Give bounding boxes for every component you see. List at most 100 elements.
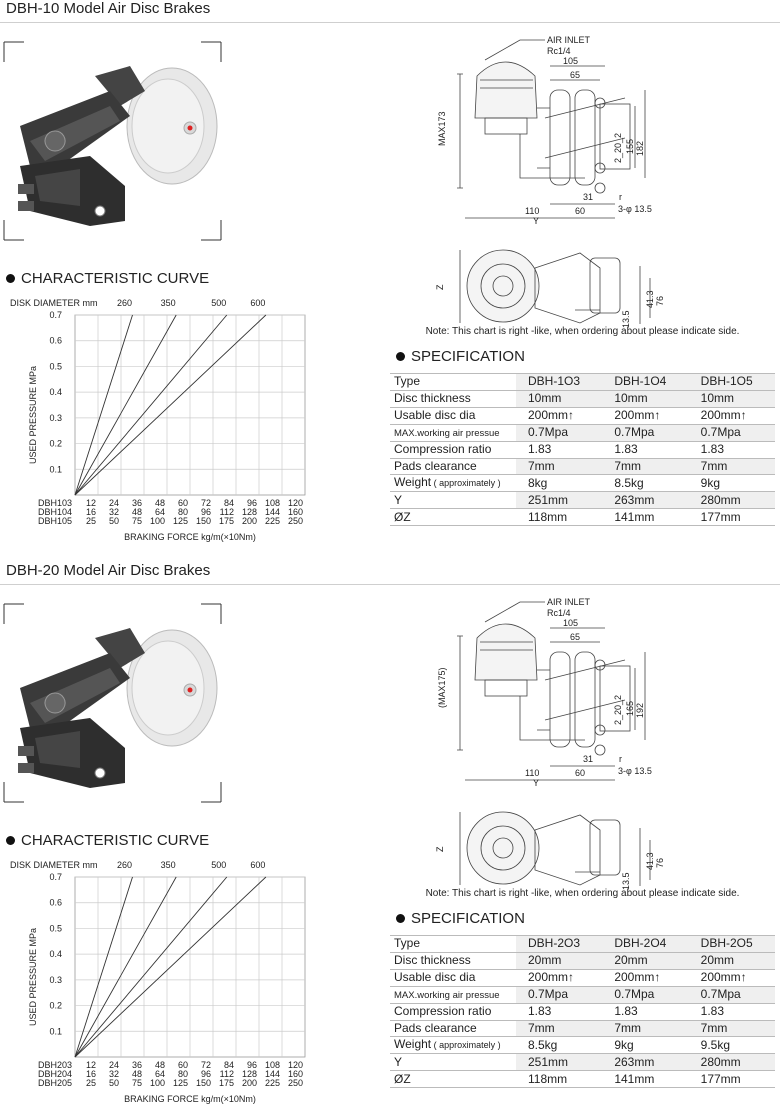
spec-cell: 7mm: [688, 1019, 775, 1037]
y-tick-label: 0.2: [49, 439, 62, 449]
x-tick-label: 84: [224, 1060, 234, 1070]
y-tick-label: 0.7: [49, 310, 62, 320]
x-tick-label: 144: [265, 1069, 280, 1079]
spec-cell: 7mm: [516, 1019, 603, 1037]
spec-cell: 9.5kg: [688, 1036, 775, 1054]
spec-cell: 10mm: [602, 389, 689, 408]
spec-cell: 0.7Mpa: [602, 423, 689, 442]
dim-2-20-2: 2_20_2: [613, 695, 623, 725]
spec-row-label: Disc thickness: [390, 951, 516, 970]
section-divider: [0, 22, 780, 23]
x-tick-label: 60: [178, 498, 188, 508]
x-tick-label: 96: [247, 498, 257, 508]
dim-height-outer: 192: [635, 703, 645, 718]
spec-cell: 0.7Mpa: [602, 985, 689, 1004]
series-label-diameter: 350: [161, 860, 176, 870]
y-tick-label: 0.3: [49, 975, 62, 985]
dim-height-inner: 165: [625, 701, 635, 716]
dim-z: Z: [435, 846, 445, 852]
x-tick-label: 128: [242, 1069, 257, 1079]
spec-row-label: Compression ratio: [390, 1002, 516, 1021]
spec-cell: 8.5kg: [602, 474, 689, 492]
series-line: [74, 876, 133, 1058]
spec-cell: 200mm↑: [602, 968, 689, 987]
spec-cell: 7mm: [516, 457, 603, 475]
spec-row-label: Weight ( approximately ): [390, 474, 516, 492]
air-inlet-thread: Rc1/4: [547, 608, 571, 618]
x-tick-label: 48: [155, 498, 165, 508]
x-tick-label: 48: [132, 507, 142, 517]
spec-cell: 0.7Mpa: [516, 423, 603, 442]
spec-cell: 0.7Mpa: [688, 423, 775, 442]
spec-cell: 1.83: [688, 1002, 775, 1021]
spec-title: SPECIFICATION: [396, 348, 525, 365]
x-tick-label: 72: [201, 498, 211, 508]
spec-cell: 8.5kg: [516, 1036, 603, 1054]
dim-2-20-2: 2_20_2: [613, 133, 623, 163]
spec-header-model: DBH-1O3: [516, 373, 603, 391]
dim-41-3: 41.3: [645, 290, 655, 308]
spec-cell: 9kg: [688, 474, 775, 492]
x-tick-label: 128: [242, 507, 257, 517]
curve-title: CHARACTERISTIC CURVE: [6, 832, 209, 849]
y-tick-label: 0.2: [49, 1001, 62, 1011]
dim-76: 76: [655, 296, 665, 306]
x-tick-label: 48: [155, 1060, 165, 1070]
spec-cell: 9kg: [602, 1036, 689, 1054]
spec-cell: 8kg: [516, 474, 603, 492]
spec-cell: 200mm↑: [602, 406, 689, 425]
spec-row-label: Usable disc dia: [390, 968, 516, 987]
spec-row-label: Weight ( approximately ): [390, 1036, 516, 1054]
spec-cell: 141mm: [602, 508, 689, 527]
y-tick-label: 0.6: [49, 336, 62, 346]
x-tick-label: 16: [86, 507, 96, 517]
dim-105: 105: [563, 56, 578, 66]
y-tick-label: 0.4: [49, 387, 62, 397]
x-tick-label: 200: [242, 516, 257, 526]
spec-header-model: DBH-2O4: [602, 935, 689, 953]
x-tick-label: 225: [265, 1078, 280, 1088]
series-label-diameter: 260: [117, 860, 132, 870]
spec-cell: 7mm: [602, 457, 689, 475]
x-row-model-label: DBH204: [38, 1069, 72, 1079]
spec-cell: 141mm: [602, 1070, 689, 1089]
dim-y: Y: [533, 778, 539, 788]
spec-cell: 280mm: [688, 491, 775, 509]
spec-cell: 177mm: [688, 1070, 775, 1089]
x-tick-label: 96: [247, 1060, 257, 1070]
spec-row-label: Pads clearance: [390, 457, 516, 475]
x-tick-label: 75: [132, 1078, 142, 1088]
dim-r: r: [619, 192, 622, 202]
x-tick-label: 25: [86, 1078, 96, 1088]
x-tick-label: 25: [86, 516, 96, 526]
series-label-diameter: 500: [211, 860, 226, 870]
spec-cell: 118mm: [516, 1070, 603, 1089]
spec-cell: 0.7Mpa: [688, 985, 775, 1004]
series-label-diameter: 600: [250, 860, 265, 870]
dim-13-5: 13.5: [621, 310, 631, 328]
x-axis-label: BRAKING FORCE kg/m(×10Nm): [124, 1094, 256, 1104]
x-tick-label: 250: [288, 1078, 303, 1088]
dim-41-3: 41.3: [645, 852, 655, 870]
max-height-dim: MAX173: [437, 111, 447, 146]
x-tick-label: 144: [265, 507, 280, 517]
spec-cell: 0.7Mpa: [516, 985, 603, 1004]
x-tick-label: 32: [109, 507, 119, 517]
spec-row-label: Disc thickness: [390, 389, 516, 408]
series-line: [74, 314, 228, 496]
spec-cell: 7mm: [602, 1019, 689, 1037]
dim-holes: 3-φ 13.5: [618, 766, 652, 776]
x-tick-label: 60: [178, 1060, 188, 1070]
spec-header-model: DBH-2O5: [688, 935, 775, 953]
series-line: [74, 314, 177, 496]
spec-cell: 200mm↑: [516, 968, 603, 987]
